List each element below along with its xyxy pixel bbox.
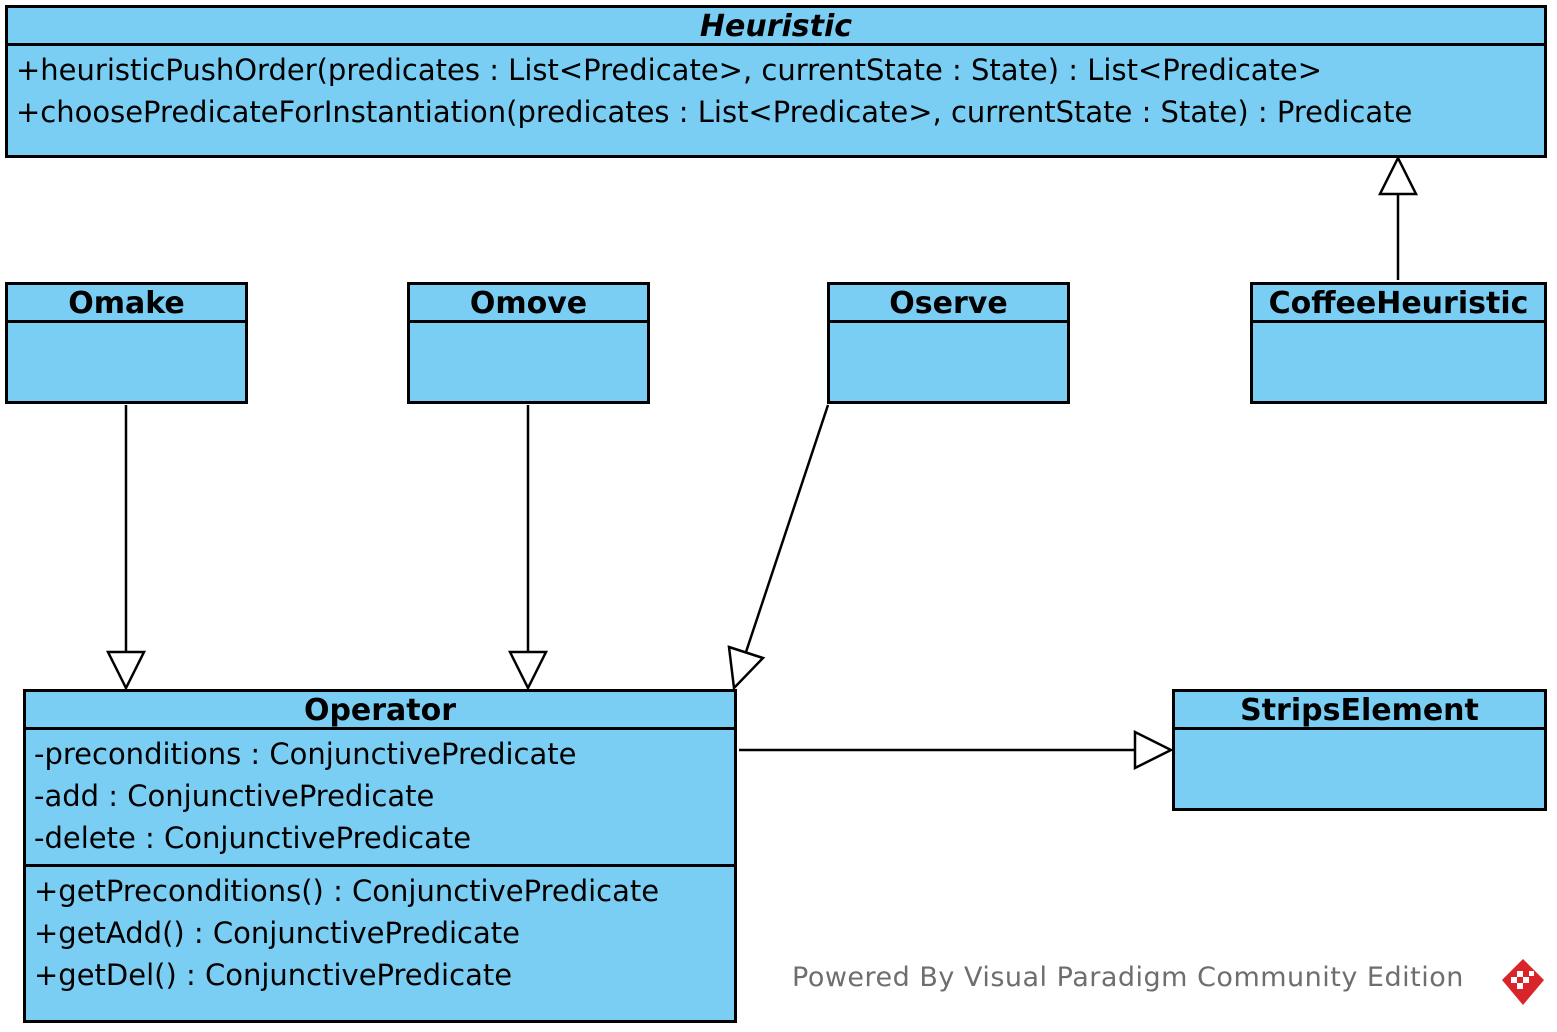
generalization-oserve-operator <box>727 404 830 691</box>
empty-compartment <box>410 323 647 439</box>
watermark-text: Powered By Visual Paradigm Community Edi… <box>792 962 1464 993</box>
empty-compartment <box>8 323 245 439</box>
class-coffeeheuristic[interactable]: CoffeeHeuristic <box>1250 282 1547 404</box>
generalization-omake-operator <box>105 405 147 691</box>
operations-compartment: +getPreconditions() : ConjunctivePredica… <box>26 867 734 996</box>
class-name: Omake <box>8 285 245 323</box>
operation: +getAdd() : ConjunctivePredicate <box>34 916 520 950</box>
generalization-arrowhead <box>105 650 147 691</box>
empty-compartment <box>1253 323 1544 439</box>
attribute: -preconditions : ConjunctivePredicate <box>34 737 577 771</box>
generalization-arrowhead <box>727 645 766 691</box>
class-heuristic[interactable]: Heuristic +heuristicPushOrder(predicates… <box>5 5 1547 158</box>
attribute: -add : ConjunctivePredicate <box>34 779 435 813</box>
class-name: CoffeeHeuristic <box>1253 285 1544 323</box>
class-name: StripsElement <box>1175 692 1544 730</box>
empty-compartment <box>830 323 1067 439</box>
class-stripselement[interactable]: StripsElement <box>1172 689 1547 811</box>
class-name: Operator <box>26 692 734 730</box>
generalization-omove-operator <box>507 405 549 691</box>
operation: +getPreconditions() : ConjunctivePredica… <box>34 874 660 908</box>
class-operator[interactable]: Operator -preconditions : ConjunctivePre… <box>23 689 737 1023</box>
class-name: Oserve <box>830 285 1067 323</box>
operation: +getDel() : ConjunctivePredicate <box>34 958 513 992</box>
class-oserve[interactable]: Oserve <box>827 282 1070 404</box>
generalization-operator-stripselement <box>739 729 1174 771</box>
empty-compartment <box>1175 730 1544 846</box>
generalization-coffeeheuristic-heuristic <box>1377 155 1419 280</box>
class-omove[interactable]: Omove <box>407 282 650 404</box>
operations-compartment: +heuristicPushOrder(predicates : List<Pr… <box>8 46 1544 133</box>
generalization-arrowhead <box>507 650 549 691</box>
class-name: Heuristic <box>8 8 1544 46</box>
class-name: Omove <box>410 285 647 323</box>
generalization-arrowhead <box>1377 155 1419 196</box>
visual-paradigm-logo-icon <box>1502 959 1544 1005</box>
class-omake[interactable]: Omake <box>5 282 248 404</box>
generalization-arrowhead <box>1133 729 1174 771</box>
operation: +heuristicPushOrder(predicates : List<Pr… <box>16 53 1323 87</box>
operation: +choosePredicateForInstantiation(predica… <box>16 95 1413 129</box>
attributes-compartment: -preconditions : ConjunctivePredicate -a… <box>26 730 734 867</box>
attribute: -delete : ConjunctivePredicate <box>34 821 472 855</box>
